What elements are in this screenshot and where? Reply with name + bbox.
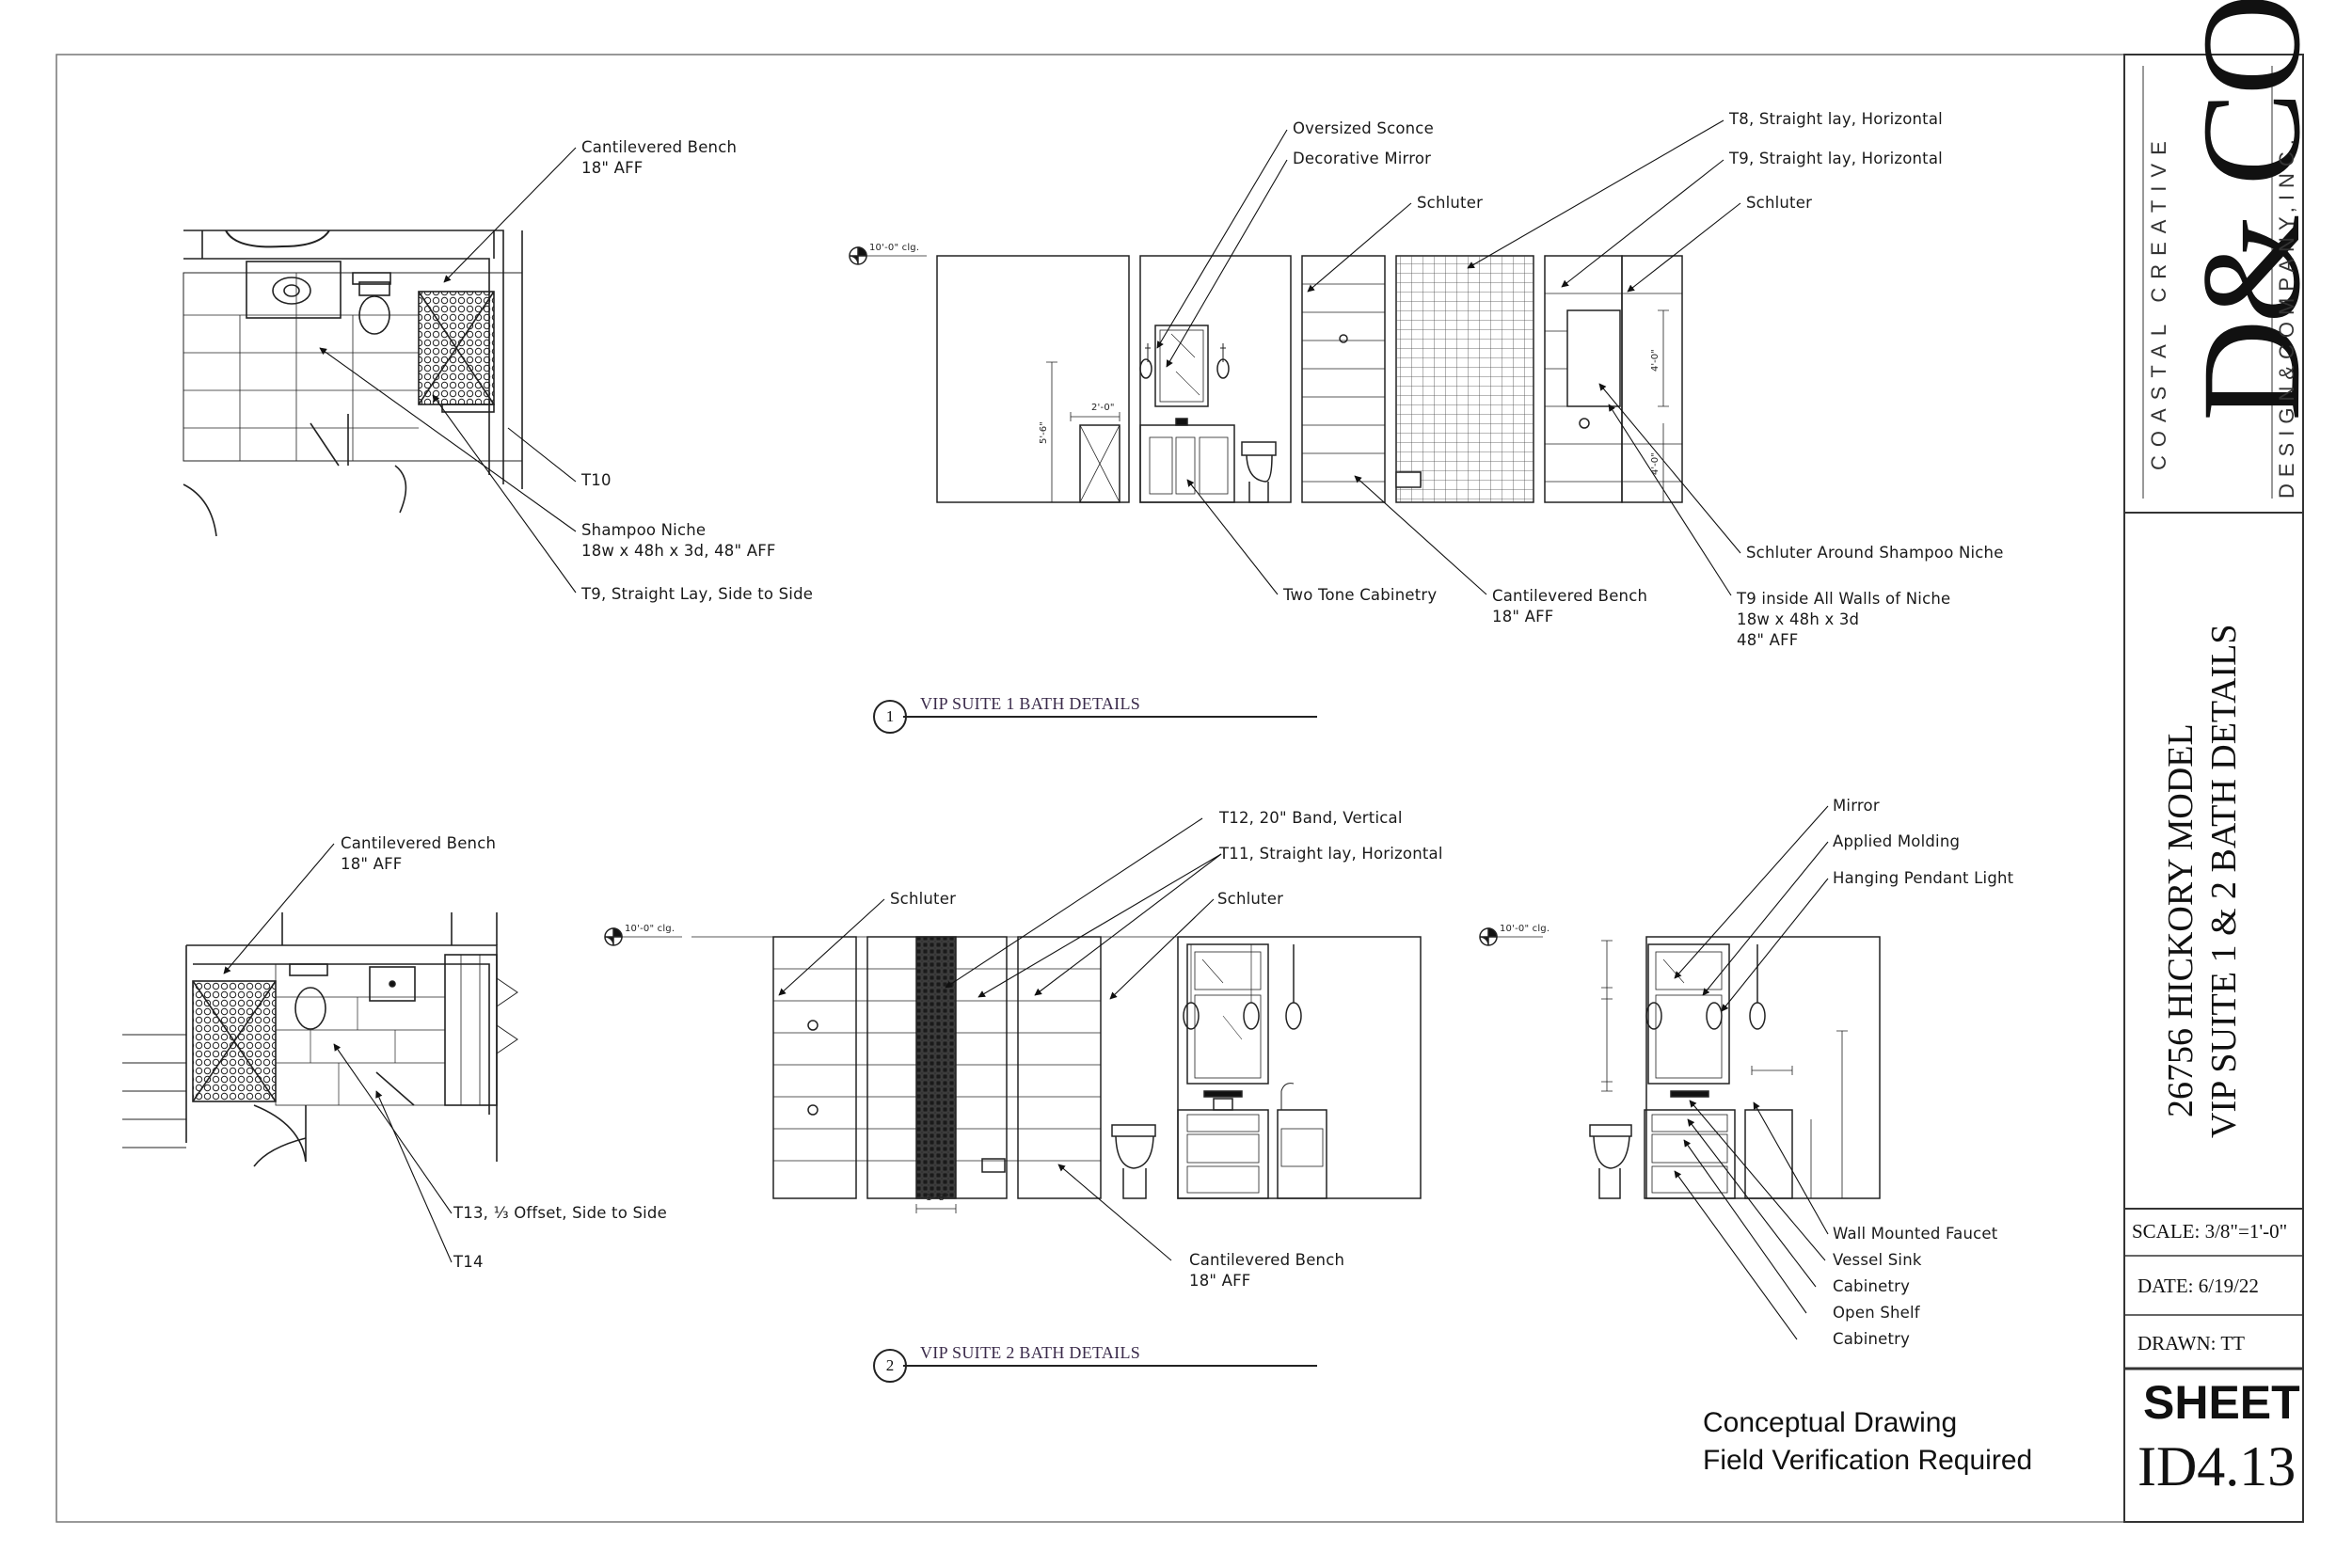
- project-name: 26756 HICKORY MODEL: [2161, 723, 2201, 1117]
- sheet-number: ID4.13: [2137, 1435, 2296, 1497]
- elevation-3: [1479, 927, 1881, 1199]
- leaders-1: [319, 119, 1741, 596]
- dim-1-8: 1'-8": [926, 1193, 949, 1203]
- note-line-1: Conceptual Drawing: [1703, 1407, 1958, 1438]
- label-cantilevered-bench-1b: Cantilevered Bench: [1492, 587, 1648, 605]
- label-open-shelf: Open Shelf: [1833, 1304, 1920, 1322]
- plan-1: [183, 230, 523, 537]
- detail-title-2: VIP SUITE 2 BATH DETAILS: [920, 1343, 1141, 1362]
- note-line-2: Field Verification Required: [1703, 1445, 2033, 1476]
- dim-4-0a: 4'-0": [1650, 349, 1661, 372]
- dim-4-0b: 4'-0": [1650, 452, 1661, 475]
- label-t14: T14: [453, 1253, 484, 1271]
- label-oversized-sconce: Oversized Sconce: [1293, 119, 1434, 137]
- plan-2: [122, 912, 518, 1167]
- label-two-tone-cabinetry: Two Tone Cabinetry: [1283, 586, 1438, 604]
- label-t8: T8, Straight lay, Horizontal: [1729, 110, 1943, 128]
- label-t12: T12, 20" Band, Vertical: [1219, 809, 1403, 827]
- label-cabinetry-b: Cabinetry: [1833, 1330, 1911, 1348]
- label-shampoo-dims: 18w x 48h x 3d, 48" AFF: [581, 542, 776, 560]
- label-pendant: Hanging Pendant Light: [1833, 869, 2014, 887]
- label-t9-side: T9, Straight Lay, Side to Side: [581, 585, 814, 603]
- dim-2-0: 2'-0": [1091, 403, 1115, 413]
- label-mirror: Mirror: [1833, 797, 1880, 815]
- sheet-label: SHEET: [2143, 1376, 2300, 1429]
- label-vessel-sink: Vessel Sink: [1833, 1251, 1922, 1269]
- title-block: [2123, 54, 2304, 1523]
- label-schluter-niche: Schluter Around Shampoo Niche: [1746, 544, 2004, 562]
- company-logo: D& CO.: [2173, 0, 2329, 421]
- dim-5-6: 5'-6": [1039, 421, 1049, 444]
- label-cantilevered-bench-2b: Cantilevered Bench: [1189, 1251, 1345, 1269]
- label-bench-aff-2: 18" AFF: [341, 855, 403, 873]
- label-clg-1: 10'-0" clg.: [869, 243, 920, 253]
- label-clg-3: 10'-0" clg.: [1500, 924, 1550, 934]
- label-cabinetry-a: Cabinetry: [1833, 1277, 1911, 1295]
- scale-field: SCALE: 3/8"=1'-0": [2132, 1220, 2288, 1243]
- detail-number-1: 1: [873, 700, 907, 734]
- label-t9-inside: T9 inside All Walls of Niche: [1737, 590, 1951, 608]
- label-decorative-mirror: Decorative Mirror: [1293, 150, 1432, 167]
- label-t11: T11, Straight lay, Horizontal: [1219, 845, 1443, 863]
- label-niche-dims: 18w x 48h x 3d: [1737, 610, 1860, 628]
- conceptual-note: Conceptual Drawing Field Verification Re…: [1703, 1404, 2032, 1480]
- company-name-top: COASTAL CREATIVE: [2147, 133, 2170, 470]
- sheet-border: [56, 54, 2304, 1523]
- detail-number-2: 2: [873, 1349, 907, 1383]
- label-niche-aff: 48" AFF: [1737, 631, 1799, 649]
- drawn-field: DRAWN: TT: [2137, 1332, 2246, 1354]
- label-bench-aff-1b: 18" AFF: [1492, 608, 1554, 626]
- label-clg-2: 10'-0" clg.: [625, 924, 675, 934]
- sheet-title: VIP SUITE 1 & 2 BATH DETAILS: [2204, 624, 2244, 1138]
- label-shampoo-niche: Shampoo Niche: [581, 521, 707, 539]
- label-bench-aff-2b: 18" AFF: [1189, 1272, 1251, 1290]
- company-name-bottom: DESIGN&COMPANY,INC.: [2275, 133, 2298, 499]
- label-t10: T10: [581, 471, 612, 489]
- date-field: DATE: 6/19/22: [2137, 1275, 2259, 1297]
- label-cantilevered-bench-1: Cantilevered Bench: [581, 138, 738, 156]
- label-faucet: Wall Mounted Faucet: [1833, 1225, 1998, 1243]
- label-schluter-2a: Schluter: [890, 890, 957, 908]
- label-applied-molding: Applied Molding: [1833, 832, 1961, 850]
- elevation-2: [604, 927, 1422, 1213]
- label-schluter-2b: Schluter: [1217, 890, 1284, 908]
- label-schluter-1b: Schluter: [1746, 194, 1813, 212]
- label-bench-aff-1: 18" AFF: [581, 159, 644, 177]
- label-t13: T13, ⅓ Offset, Side to Side: [453, 1204, 667, 1222]
- elevation-1: [849, 246, 1683, 503]
- label-cantilevered-bench-2: Cantilevered Bench: [341, 834, 497, 852]
- detail-title-1: VIP SUITE 1 BATH DETAILS: [920, 694, 1141, 713]
- leaders-2: [223, 805, 1829, 1340]
- label-schluter-1a: Schluter: [1417, 194, 1484, 212]
- label-t9-horizontal: T9, Straight lay, Horizontal: [1729, 150, 1943, 167]
